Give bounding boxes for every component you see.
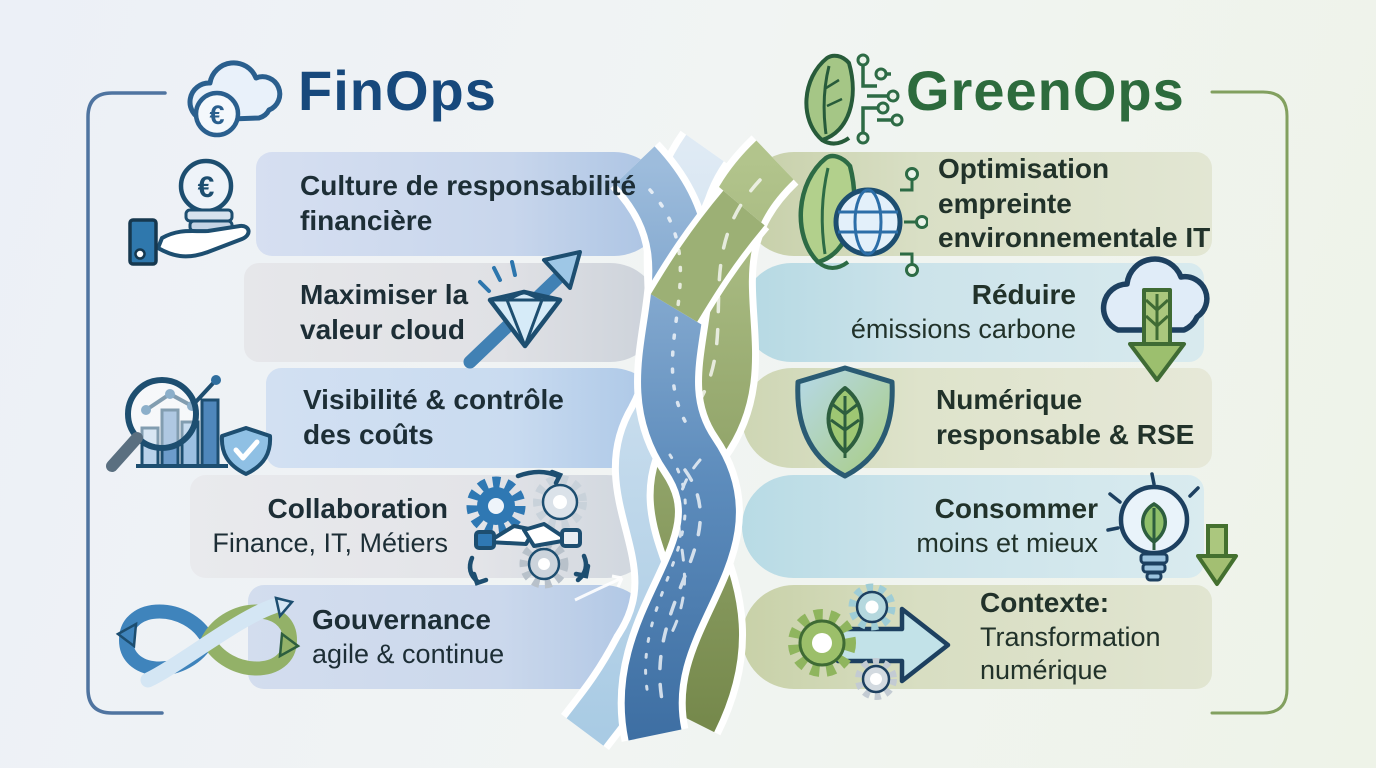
row-sublabel: Transformation numérique [980,621,1161,686]
row-label: Gouvernance [312,603,491,635]
svg-text:€: € [209,100,224,130]
finops-row-1-text: Culture de responsabilité financière [300,152,670,256]
bulb-leaf-reduce-icon [1102,472,1242,602]
row-sublabel: responsable & RSE [936,419,1195,450]
row-sublabel: environnementale IT [938,222,1211,254]
row-label: Consommer [934,493,1098,525]
row-label: Réduire [971,279,1076,311]
row-label: Visibilité & contrôle [303,384,564,416]
row-label: Numérique [936,384,1083,416]
row-sublabel: valeur cloud [300,313,465,345]
cloud-euro-icon: € [175,56,295,142]
greenops-row-1-text: Optimisation empreinte environnementale … [938,152,1248,256]
finops-row-2-text: Maximiser la valeur cloud [300,263,530,362]
greenops-row-4-text: Consommer moins et mieux [840,475,1098,578]
handshake-gears-icon [448,468,608,590]
greenops-row-2-text: Réduire émissions carbone [818,263,1076,362]
shield-leaf-icon [786,362,904,484]
finops-row-5-text: Gouvernance agile & continue [312,585,612,689]
row-sublabel: Finance, IT, Métiers [212,528,448,559]
row-label: Maximiser la [300,278,469,310]
row-sublabel: moins et mieux [916,528,1098,559]
leaf-circuit-icon [797,50,907,146]
cloud-carbon-down-icon [1088,254,1250,390]
row-sublabel: agile & continue [312,638,505,669]
row-label: Culture de responsabilité [300,170,637,202]
greenops-title: GreenOps [906,59,1185,122]
finops-title: FinOps [298,59,497,122]
row-label: Contexte: [980,587,1110,619]
svg-text:€: € [198,171,215,204]
hand-euro-coins-icon: € [128,158,273,280]
gears-transformation-arrow-icon [780,583,980,701]
magnifier-chart-shield-icon [100,366,290,478]
row-label: Collaboration [267,493,448,525]
greenops-row-5-text: Contexte: Transformation numérique [980,585,1290,689]
greenops-row-3-text: Numérique responsable & RSE [936,368,1236,468]
finops-row-4-text: Collaboration Finance, IT, Métiers [178,475,448,578]
diamond-growth-arrow-icon [452,250,602,370]
row-sublabel: des coûts [303,419,434,450]
finops-row-3-text: Visibilité & contrôle des coûts [303,368,633,468]
row-label: Optimisation empreinte [938,152,1110,219]
row-sublabel: financière [300,205,433,236]
infinity-loop-icon [108,588,308,692]
leaf-globe-circuit-icon [788,150,928,290]
row-sublabel: émissions carbone [850,314,1076,345]
